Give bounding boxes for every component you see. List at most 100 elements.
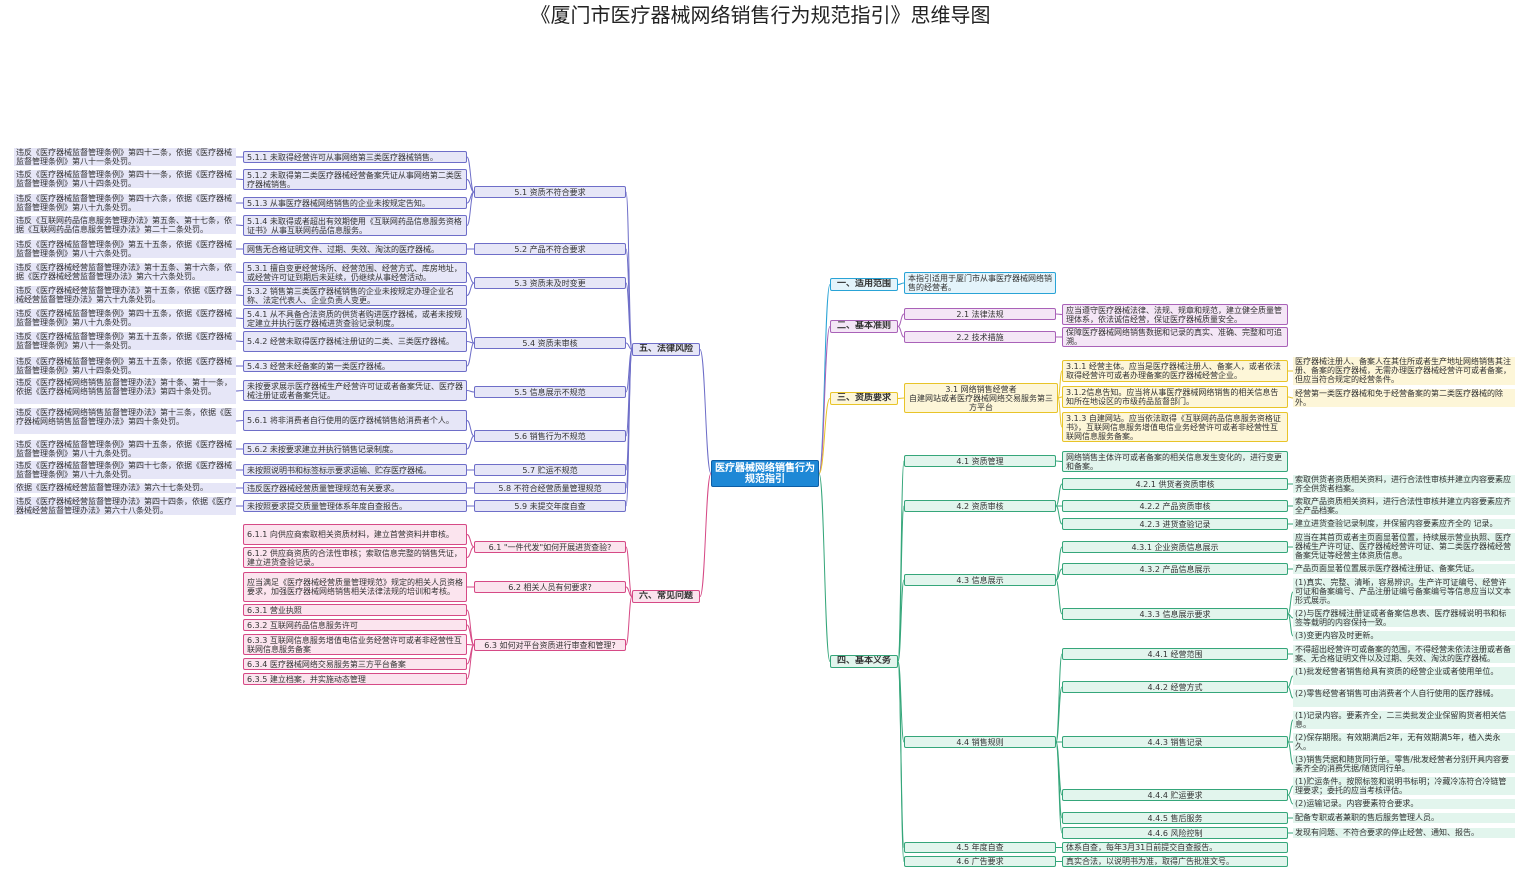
duty-4-4-1-text: 不得超出经营许可或备案的范围，不得经营未依法注册或者备案、无合格证明文件以及过期… xyxy=(1293,645,1515,663)
connector-line xyxy=(466,390,475,393)
risk-5-9: 5.9 未提交年度自查 xyxy=(474,500,626,512)
qualification-3-1-3: 3.1.3 自建网站。应当依法取得《互联网药品信息服务资格证书》，互联网信息服务… xyxy=(1062,412,1288,442)
faq-6-1-1: 6.1.1 向供应商索取相关资质材料，建立首营资料并审核。 xyxy=(243,524,467,545)
duty-4-3-1-text: 应当在其首页或者主页面显著位置，持续展示营业执照、医疗器械生产许可证、医疗器械经… xyxy=(1293,533,1515,561)
risk-5-4-1: 5.4.1 从不具备合法资质的供货者购进医疗器械，或者未按规定建立并执行医疗器械… xyxy=(243,308,467,329)
connector-line xyxy=(466,318,475,344)
connector-line xyxy=(1055,483,1063,507)
connector-line xyxy=(466,282,475,296)
connector-line xyxy=(897,282,905,285)
risk-5-7: 5.7 贮运不规范 xyxy=(474,464,626,476)
connector-line xyxy=(466,420,475,437)
faq-6-2: 6.2 相关人员有何要求? xyxy=(474,581,626,593)
connector-line xyxy=(235,224,244,226)
connector-line xyxy=(466,179,475,193)
duty-4-4: 4.4 销售规则 xyxy=(904,736,1056,748)
duty-4-3-1: 4.3.1 企业资质信息展示 xyxy=(1062,541,1288,553)
connector-line xyxy=(1055,579,1063,615)
branch-faq: 六、常见问题 xyxy=(632,590,700,603)
connector-line xyxy=(818,326,831,474)
connector-line xyxy=(625,342,633,350)
branch-risks: 五、法律风险 xyxy=(632,343,700,356)
duty-4-3-2: 4.3.2 产品信息展示 xyxy=(1062,563,1288,575)
risk-5-8-1-basis: 依据《医疗器械经营监督管理办法》第六十七条处罚。 xyxy=(14,483,236,493)
risk-5-6-1: 5.6.1 将非消费者自行使用的医疗器械销售给消费者个人。 xyxy=(243,410,467,431)
connector-line xyxy=(466,624,475,646)
duty-4-4-3-text-3: (3)销售凭据和随货同行单。零售/批发经营者分别开具内容要素齐全的消费凭据/随货… xyxy=(1293,755,1515,773)
duty-4-6: 4.6 广告要求 xyxy=(904,856,1056,867)
duty-4-4-2: 4.4.2 经营方式 xyxy=(1062,681,1288,693)
duty-4-6-text: 真实合法，以说明书为准，取得广告批准文号。 xyxy=(1062,856,1288,867)
branch-qualification: 三、资质要求 xyxy=(830,392,898,405)
connector-line xyxy=(897,661,905,862)
connector-line xyxy=(625,596,633,646)
duty-4-4-5-text: 配备专职或者兼职的售后服务管理人员。 xyxy=(1293,813,1515,823)
connector-line xyxy=(466,534,475,548)
risk-5-6: 5.6 销售行为不规范 xyxy=(474,430,626,442)
duty-4-1: 4.1 资质管理 xyxy=(904,455,1056,467)
duty-4-5: 4.5 年度自查 xyxy=(904,842,1056,853)
connector-line xyxy=(625,586,633,597)
qualification-3-1-1-note: 医疗器械注册人、备案人在其住所或者生产地址网络销售其注册、备案的医疗器械，无需办… xyxy=(1293,357,1515,385)
connector-line xyxy=(1055,741,1063,834)
principle-2-2: 2.2 技术措施 xyxy=(904,331,1056,343)
duty-4-4-4-text-2: (2)运输记录。内容要素符合要求。 xyxy=(1293,799,1515,809)
risk-5-9-1: 未按照要求提交质量管理体系年度自查报告。 xyxy=(243,500,467,512)
faq-6-3-5: 6.3.5 建立档案，并实施动态管理 xyxy=(243,673,467,685)
connector-line xyxy=(235,420,244,422)
risk-5-3-2-basis: 违反《医疗器械经营监督管理办法》第十五条，依据《医疗器械经营监督管理办法》第六十… xyxy=(14,286,236,304)
connector-line xyxy=(818,398,831,474)
connector-line xyxy=(1287,741,1294,765)
risk-5-1-3: 5.1.3 从事医疗器械网络销售的企业未按规定告知。 xyxy=(243,197,467,209)
risk-5-1-1: 5.1.1 未取得经营许可从事网络第三类医疗器械销售。 xyxy=(243,151,467,163)
connector-line xyxy=(625,349,633,507)
connector-line xyxy=(466,191,475,226)
risk-5-4-2: 5.4.2 经营未取得医疗器械注册证的二类、三类医疗器械。 xyxy=(243,331,467,352)
branch-principles: 二、基本准则 xyxy=(830,320,898,333)
connector-line xyxy=(466,546,475,558)
risk-5-6-1-basis: 违反《医疗器械网络销售监督管理办法》第十三条，依据《医疗器械网络销售监督管理办法… xyxy=(14,408,236,434)
risk-5-3-1-basis: 违反《医疗器械经营监督管理办法》第十五条、第十六条，依据《医疗器械经营监督管理办… xyxy=(14,263,236,281)
connector-line xyxy=(1055,568,1063,581)
duty-4-3-3-text-1: (1)真实、完整、清晰，容易辨识。生产许可证编号、经营许可证和备案编号、产品注册… xyxy=(1293,578,1515,606)
connector-line xyxy=(1055,460,1063,462)
qualification-3-1-2: 3.1.2信息告知。应当将从事医疗器械网络销售的相关信息告知所在地设区的市级药品… xyxy=(1062,386,1288,408)
connector-line xyxy=(897,397,905,399)
principle-2-1: 2.1 法律法规 xyxy=(904,308,1056,320)
risk-5-3-2: 5.3.2 销售第三类医疗器械销售的企业未按规定办理企业名称、法定代表人、企业负… xyxy=(243,285,467,306)
connector-line xyxy=(897,661,905,743)
risk-5-2: 5.2 产品不符合要求 xyxy=(474,243,626,255)
scope-text: 本指引适用于厦门市从事医疗器械网络销售的经营者。 xyxy=(904,272,1056,294)
risk-5-1-2-basis: 违反《医疗器械监督管理条例》第四十一条，依据《医疗器械监督管理条例》第八十四条处… xyxy=(14,170,236,188)
faq-6-3-2: 6.3.2 互联网药品信息服务许可 xyxy=(243,619,467,631)
root-node: 医疗器械网络销售行为规范指引 xyxy=(711,460,819,487)
faq-6-1-2: 6.1.2 供应商资质的合法性审核；索取信息完整的销售凭证，建立进货查验记录。 xyxy=(243,547,467,568)
duty-4-2-3: 4.2.3 进货查验记录 xyxy=(1062,518,1288,530)
risk-5-3: 5.3 资质未及时变更 xyxy=(474,277,626,289)
faq-6-2-1: 应当满足《医疗器械经营质量管理规范》规定的相关人员资格要求，加强医疗器械网络销售… xyxy=(243,572,467,602)
duty-4-4-3: 4.4.3 销售记录 xyxy=(1062,736,1288,748)
connector-line xyxy=(1055,546,1063,581)
duty-4-2-2: 4.2.2 产品资质审核 xyxy=(1062,500,1288,512)
connector-line xyxy=(818,473,831,662)
duty-4-2-3-text: 建立进货查验记录制度，并保留内容要素应齐全的 记录。 xyxy=(1293,519,1515,529)
connector-line xyxy=(235,317,244,319)
connector-line xyxy=(466,272,475,284)
connector-line xyxy=(235,294,244,296)
connector-line xyxy=(235,340,244,342)
connector-line xyxy=(1057,370,1063,399)
connector-line xyxy=(625,282,633,350)
risk-5-5-1-basis: 违反《医疗器械网络销售监督管理办法》第十条、第十一条，依据《医疗器械网络销售监督… xyxy=(14,378,236,404)
risk-5-4: 5.4 资质未审核 xyxy=(474,337,626,349)
risk-5-8-1: 违反医疗器械经营质量管理规范有关要求。 xyxy=(243,482,467,494)
connector-line xyxy=(466,435,475,450)
connector-line xyxy=(1287,794,1294,805)
duty-4-4-5: 4.4.5 售后服务 xyxy=(1062,812,1288,824)
risk-5-1-4: 5.1.4 未取得或者超出有效期使用《互联网药品信息服务资格证书》从事互联网药品… xyxy=(243,215,467,236)
risk-5-6-2-basis: 违反《医疗器械监督管理条例》第四十五条，依据《医疗器械监督管理条例》第八十九条处… xyxy=(14,440,236,458)
qualification-3-1: 3.1 网络销售经营者 自建网站或者医疗器械网络交易服务第三方平台 xyxy=(904,383,1058,413)
risk-5-4-3: 5.4.3 经营未经备案的第一类医疗器械。 xyxy=(243,360,467,372)
duty-4-4-3-text-2: (2)保存期限。有效期满后2年，无有效期满5年，植入类永久。 xyxy=(1293,733,1515,751)
duty-4-3-2-text: 产品页面显著位置展示医疗器械注册证、备案凭证。 xyxy=(1293,564,1515,574)
duty-4-4-4-text-1: (1)贮运条件。按照标签和说明书标明；冷藏冷冻符合冷链管理要求；委托的应当考核评… xyxy=(1293,777,1515,795)
